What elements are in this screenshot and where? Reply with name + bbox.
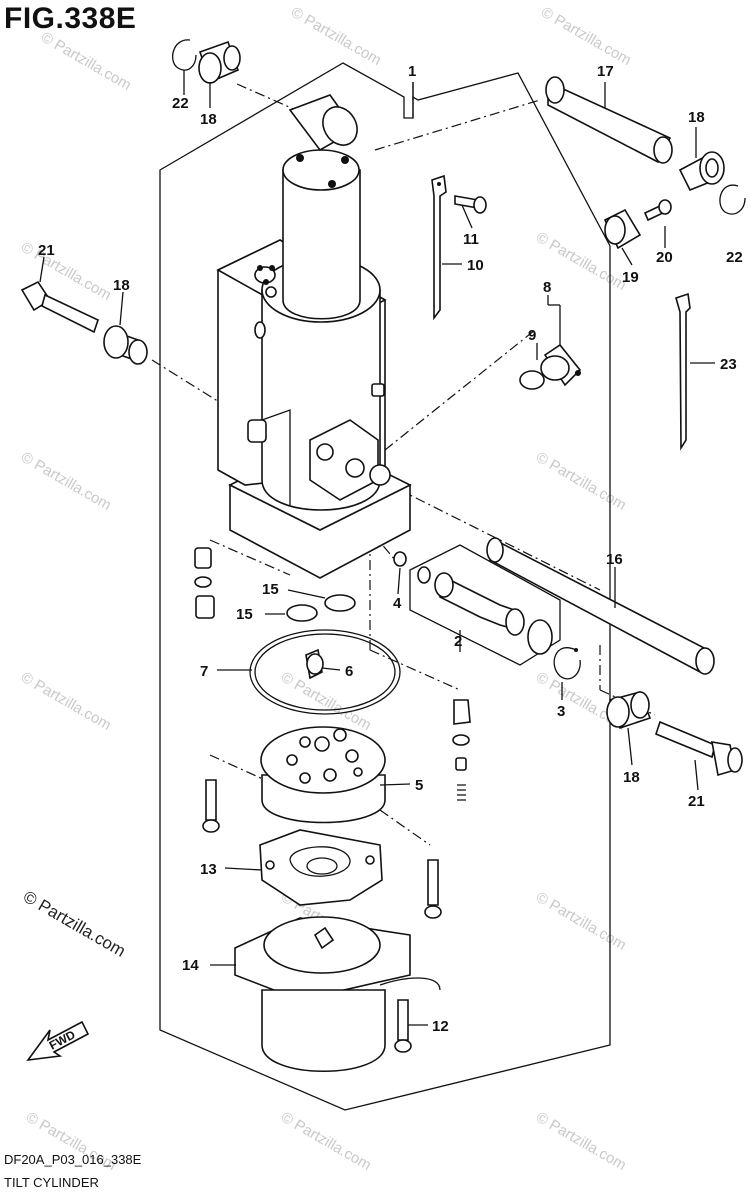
callout-6: 6 [345,663,353,680]
callout-16: 16 [606,551,623,568]
callout-5: 5 [415,777,423,794]
o-ring-icon [249,629,401,715]
figure-name: TILT CYLINDER [4,1175,99,1190]
plug-icon [519,343,582,390]
bolt-icon [202,779,220,833]
bolt-icon [424,859,442,919]
callout-20: 20 [656,249,673,266]
callout-18c: 18 [688,109,705,126]
callout-10: 10 [467,257,484,274]
callout-18a: 18 [200,111,217,128]
callout-8: 8 [543,279,551,296]
svg-text:© Partzilla.com: © Partzilla.com [278,1109,374,1174]
callout-18d: 18 [623,769,640,786]
valve-icon [452,699,471,801]
callout-4: 4 [393,595,402,612]
svg-text:© Partzilla.com: © Partzilla.com [538,4,634,69]
bushing-icon [678,151,725,192]
svg-text:© Partzilla.com: © Partzilla.com [288,4,384,69]
valve-icon [409,544,561,666]
bolt-icon [20,280,99,334]
callout-1: 1 [408,63,416,80]
pipe-icon [545,76,673,164]
svg-text:© Partzilla.com: © Partzilla.com [533,1109,629,1174]
screw-icon [454,195,487,214]
o-ring-icon [393,551,407,567]
callout-2: 2 [454,633,462,650]
svg-text:© Partzilla.com: © Partzilla.com [18,669,114,734]
callout-15b: 15 [236,606,253,623]
callout-17: 17 [597,63,614,80]
callout-3: 3 [557,703,565,720]
svg-text:© Partzilla.com: © Partzilla.com [38,29,134,94]
bolt-icon [394,999,412,1053]
callout-15a: 15 [262,581,279,598]
bushing-icon [103,325,148,365]
callout-7: 7 [200,663,208,680]
bolt-icon [655,720,743,777]
bushing-icon [606,691,652,730]
filter-icon [194,547,215,619]
callout-22a: 22 [172,95,189,112]
svg-text:© Partzilla.com: © Partzilla.com [278,669,374,734]
callout-14: 14 [182,957,199,974]
circlip-icon [719,184,746,215]
callout-13: 13 [200,861,217,878]
svg-text:© Partzilla.com: © Partzilla.com [533,889,629,954]
callout-21a: 21 [38,242,55,259]
svg-text:© Partzilla.com: © Partzilla.com [18,449,114,514]
callout-19: 19 [622,269,639,286]
callout-23: 23 [720,356,737,373]
watermark-main: © Partzilla.com [20,887,129,961]
callout-21b: 21 [688,793,705,810]
callout-11: 11 [463,231,479,248]
motor-icon [234,916,441,1073]
fwd-arrow-icon: FWD [26,1020,90,1062]
pipe-icon [486,537,715,675]
callout-12: 12 [432,1018,449,1035]
callout-labels: 1 2 3 4 5 6 7 8 9 10 11 12 13 14 15 15 1… [38,63,743,1035]
callout-18b: 18 [113,277,130,294]
tilt-cylinder-assembly [216,94,412,579]
callout-9: 9 [528,327,536,344]
filter-icon [305,648,324,680]
circlip-icon [172,39,197,71]
callout-22b: 22 [726,249,743,266]
cable-tie-icon [675,292,691,451]
bracket-icon [259,829,383,906]
bushing-icon [198,40,241,84]
o-ring-icon [286,594,356,622]
spacer-icon [603,208,642,250]
cable-tie-icon [431,174,447,321]
circlip-icon [553,647,581,680]
leader-lines [39,70,715,1026]
pump-icon [260,726,386,824]
figure-title: FIG.338E [4,2,137,35]
svg-text:© Partzilla.com: © Partzilla.com [533,449,629,514]
screw-icon [643,199,672,222]
figure-code: DF20A_P03_016_338E [4,1152,142,1167]
